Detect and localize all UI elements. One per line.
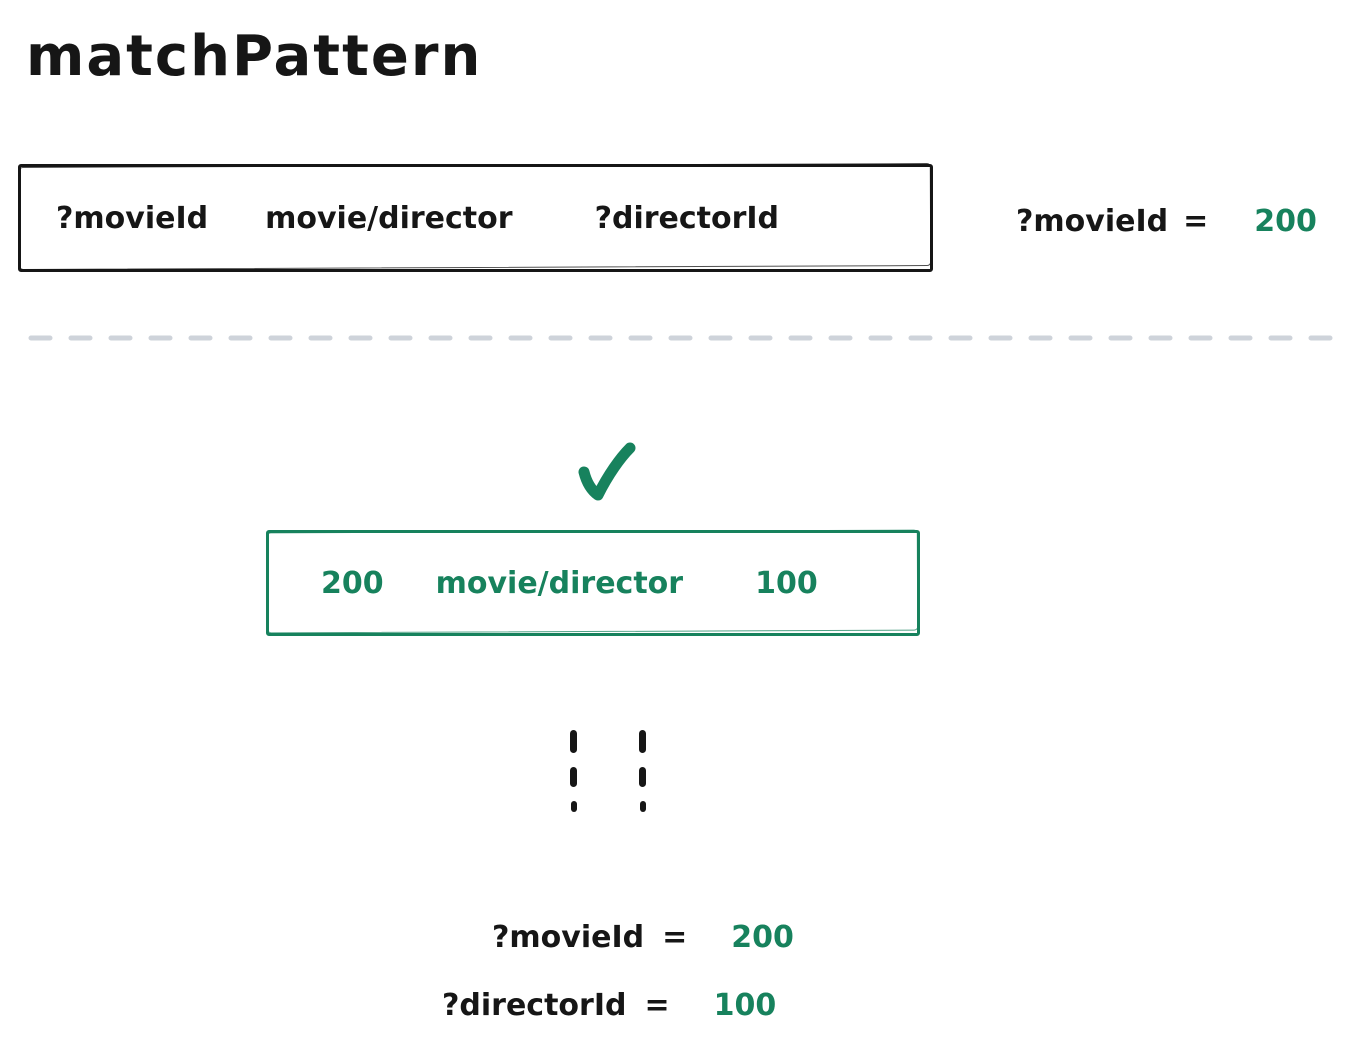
pattern-object: ?directorId bbox=[594, 200, 780, 236]
result-value: 100 bbox=[713, 988, 777, 1023]
matched-object: 100 bbox=[755, 565, 818, 601]
result-equals: = bbox=[644, 988, 670, 1023]
result-binding-movieid: ?movieId = 200 bbox=[492, 920, 794, 955]
result-variable: ?movieId bbox=[492, 920, 645, 955]
continuation-dash-left bbox=[570, 730, 577, 812]
matched-subject: 200 bbox=[321, 565, 384, 601]
input-binding-variable: ?movieId bbox=[1016, 204, 1169, 239]
result-binding-directorid: ?directorId = 100 bbox=[442, 988, 776, 1023]
input-binding-value: 200 bbox=[1254, 204, 1317, 239]
result-value: 200 bbox=[731, 920, 794, 955]
dashed-divider bbox=[28, 335, 1348, 341]
matched-predicate: movie/director bbox=[435, 565, 684, 601]
pattern-predicate: movie/director bbox=[265, 200, 513, 236]
input-binding: ?movieId = 200 bbox=[1016, 204, 1317, 239]
input-binding-equals: = bbox=[1183, 204, 1209, 239]
pattern-subject: ?movieId bbox=[56, 200, 209, 236]
diagram-title: matchPattern bbox=[26, 24, 483, 89]
triple-pattern-box: ?movieId movie/director ?directorId bbox=[18, 164, 933, 272]
matched-triple-box: 200 movie/director 100 bbox=[266, 530, 920, 636]
result-equals: = bbox=[662, 920, 688, 955]
checkmark-icon bbox=[578, 442, 636, 501]
result-variable: ?directorId bbox=[442, 988, 627, 1023]
continuation-dashes bbox=[570, 730, 646, 812]
continuation-dash-right bbox=[639, 730, 646, 812]
